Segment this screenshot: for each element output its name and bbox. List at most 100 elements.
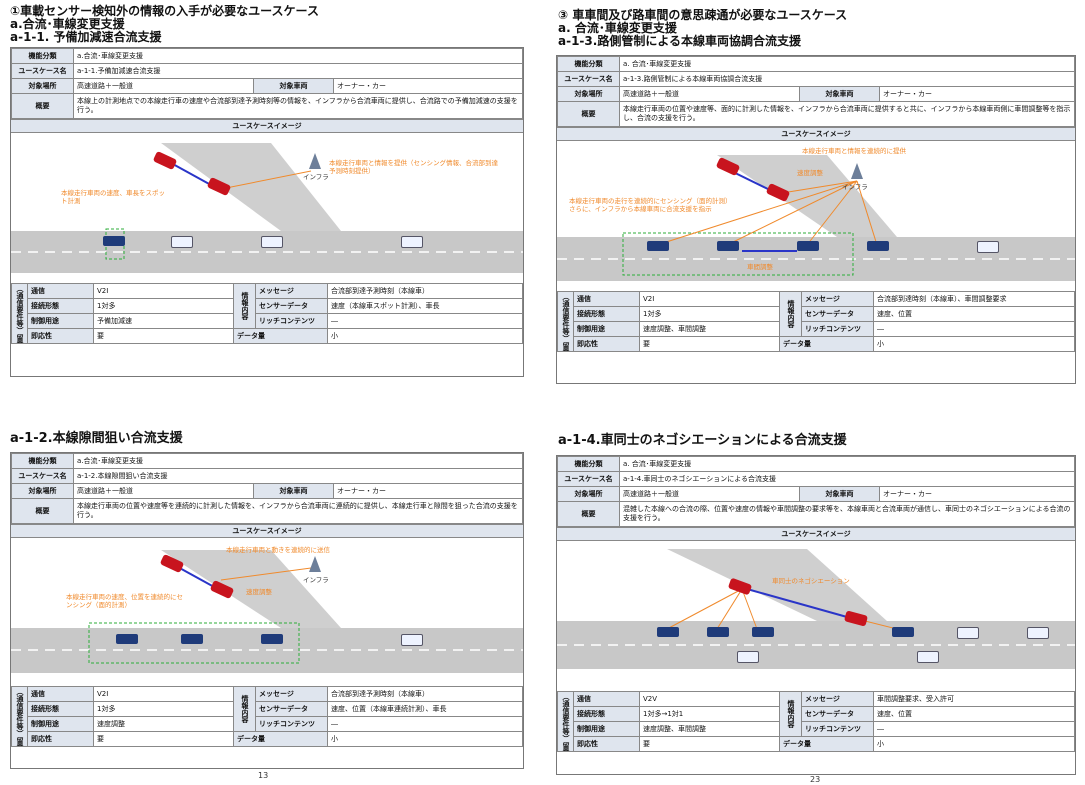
label-usecase: ユースケース名 [557,471,620,487]
value-category: a.合流･車線変更支援 [73,453,523,469]
value-usecase: a-1-3.路側管制による本線車両協調合流支援 [619,71,1075,87]
label-responsiveness: 即応性 [27,328,94,344]
value-category: a.合流･車線変更支援 [73,48,523,64]
infra-icon [851,163,863,179]
value-responsiveness: 要 [93,328,234,344]
annotation-area-sensing: 本線走行車両の走行を連続的にセンシング（面的計測）さらに、インフラから本線車両に… [569,197,732,213]
mainline-car-icon [752,627,774,637]
label-connection: 接続形態 [27,701,94,717]
label-data-volume: データ量 [779,736,874,752]
value-data-volume: 小 [873,336,1075,352]
label-message: メッセージ [801,691,874,707]
label-responsiveness: 即応性 [27,731,94,747]
value-control: 予備加減速 [93,313,234,329]
label-place: 対象場所 [557,86,620,102]
section-heading: ③ 車車間及び路車間の意思疎通が必要なユースケース [558,8,848,22]
mainline-car-icon [1027,627,1049,639]
value-comm: V2V [639,691,780,707]
label-sensor-data: センサーデータ [801,306,874,322]
info-label: 情報内容 [241,695,249,723]
value-control: 速度調整、車間調整 [639,321,780,337]
requirements-vertical-label: （通信要件等）留意事項 [11,686,28,747]
label-comm: 通信 [573,291,640,307]
label-data-volume: データ量 [233,731,328,747]
label-sensor-data: センサーデータ [255,701,328,717]
label-place: 対象場所 [557,486,620,502]
value-control: 速度調整、車間調整 [639,721,780,737]
infra-label: インフラ [303,576,329,584]
label-rich-content: リッチコンテンツ [801,321,874,337]
value-data-volume: 小 [873,736,1075,752]
label-rich-content: リッチコンテンツ [255,716,328,732]
mainline-car-icon [181,634,203,644]
value-sensor-data: 速度（本線車スポット計測）、車長 [327,298,523,314]
value-usecase: a-1-1.予備加減速合流支援 [73,63,523,79]
annotation-info-provision: 本線走行車両と情報を提供（センシング情報、合流部到達予測時刻提供） [329,159,498,175]
label-comm: 通信 [27,283,94,299]
usecase-image: インフラ 本線走行車両と動きを連続的に送信 速度調整 本線走行車両の速度、位置を… [11,538,523,686]
value-vehicle: オーナー・カー [333,78,523,94]
value-responsiveness: 要 [93,731,234,747]
value-sensor-data: 速度、位置（本線車連続計測）、車長 [327,701,523,717]
value-vehicle: オーナー・カー [333,483,523,499]
label-comm: 通信 [27,686,94,702]
value-usecase: a-1-2.本線隙間狙い合流支援 [73,468,523,484]
annotation-gap-adjust: 車間調整 [747,263,773,271]
label-responsiveness: 即応性 [573,336,640,352]
label-rich-content: リッチコンテンツ [801,721,874,737]
label-control: 制御用途 [27,313,94,329]
value-comm: V2I [93,283,234,299]
value-connection: 1対多 [639,306,780,322]
infra-label: インフラ [303,173,329,181]
label-usecase: ユースケース名 [11,63,74,79]
mainline-car-icon [797,241,819,251]
road-diagram [11,143,523,273]
value-rich-content: ― [327,716,523,732]
value-rich-content: ― [873,721,1075,737]
info-vertical-label: 情報内容 [779,691,802,737]
page-number: 23 [810,775,821,784]
label-category: 機能分類 [557,56,620,72]
image-bar: ユースケースイメージ [557,127,1075,141]
value-data-volume: 小 [327,731,523,747]
mainline-car-icon [957,627,979,639]
info-vertical-label: 情報内容 [779,291,802,337]
value-vehicle: オーナー・カー [879,86,1075,102]
value-message: 合流部到達予測時刻（本線車） [327,686,523,702]
label-message: メッセージ [255,686,328,702]
value-place: 高速道路＋一般道 [619,86,800,102]
label-data-volume: データ量 [233,328,328,344]
mainline-car-icon [261,236,283,248]
info-label: 情報内容 [787,700,795,728]
road-diagram [557,549,1075,669]
road-diagram [557,155,1075,281]
mainline-car-icon [707,627,729,637]
value-summary: 本線走行車両の位置や速度等、面的に計測した情報を、インフラから合流車両に提供する… [619,101,1075,127]
value-place: 高速道路＋一般道 [619,486,800,502]
label-usecase: ユースケース名 [557,71,620,87]
left-page: ①車載センサー検知外の情報の入手が必要なユースケース a.合流･車線変更支援 a… [0,0,535,785]
mainline-car-icon [171,236,193,248]
info-vertical-label: 情報内容 [233,283,256,329]
mainline-car-icon [261,634,283,644]
mainline-car-icon [116,634,138,644]
annotation-continuous-send: 本線走行車両と動きを連続的に送信 [226,546,330,554]
mainline-car-icon [647,241,669,251]
annotation-speed-adjust: 速度調整 [246,588,272,596]
value-responsiveness: 要 [639,736,780,752]
label-summary: 概要 [557,101,620,127]
info-label: 情報内容 [241,292,249,320]
info-label: 情報内容 [787,300,795,328]
label-message: メッセージ [801,291,874,307]
mainline-car-icon [401,236,423,248]
mainline-car-icon [737,651,759,663]
label-vehicle: 対象車両 [799,486,880,502]
